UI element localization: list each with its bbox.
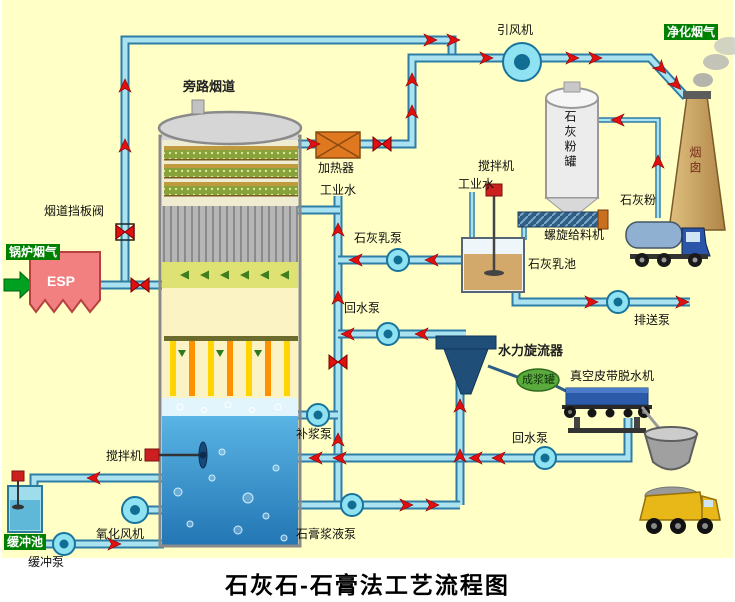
- induced-draft-fan-icon: [502, 42, 542, 82]
- heater-label: 加热器: [318, 161, 355, 175]
- pipe-heater-to-fan: [358, 58, 506, 144]
- boiler-flue-gas-badge: 锅炉烟气: [6, 244, 61, 260]
- gypsum-ladle: [643, 426, 699, 471]
- hydrocyclone-label: 水力旋流器: [498, 343, 564, 358]
- lime-powder-label: 石灰粉: [620, 193, 657, 207]
- induced-draft-fan-label: 引风机: [497, 23, 534, 37]
- return-water-pump-upper-icon: [376, 322, 400, 346]
- lime-milk-pool-label: 石灰乳池: [528, 257, 577, 271]
- buffer-pump-icon: [52, 532, 76, 556]
- return-water-pump-lower-label: 回水泵: [512, 431, 549, 445]
- slurry-pool: [162, 416, 298, 546]
- oxidation-fan-label: 氧化风机: [96, 527, 145, 541]
- lime-powder-silo: [544, 81, 600, 215]
- foam-bubbles: [176, 401, 282, 413]
- vacuum-belt-dewaterer-label: 真空皮带脱水机: [570, 369, 655, 383]
- tank-agitator-motor: [485, 183, 503, 197]
- tray-layers: [164, 146, 298, 197]
- tank-agitator-label: 搅拌机: [478, 159, 515, 173]
- slurry-makeup-pump-icon: [306, 403, 330, 427]
- smoke-puffs: [693, 37, 735, 87]
- slurry-forming-tank: [516, 368, 560, 392]
- lime-tanker-truck: [625, 221, 711, 267]
- diagram-title: 石灰石-石膏法工艺流程图: [225, 572, 510, 598]
- vacuum-belt-dewaterer-unit: [562, 387, 652, 433]
- buffer-agitator-motor: [11, 470, 25, 482]
- absorber-agitator: [144, 441, 208, 469]
- slurry-tank-label: 成浆罐: [522, 374, 555, 386]
- dome-vent: [191, 99, 205, 115]
- spray-header: [164, 336, 298, 341]
- bypass-flue-label: 旁路烟道: [183, 79, 236, 94]
- flue-damper-valve-icon: [115, 223, 135, 241]
- demister-section: [162, 206, 298, 262]
- lime-milk-tank: [461, 183, 525, 293]
- chimney-stack: [668, 37, 735, 231]
- gypsum-dump-truck: [639, 486, 721, 534]
- industrial-water-top-label: 工业水: [320, 183, 357, 197]
- discharge-pump-icon: [606, 290, 630, 314]
- boiler-gas-inlet-arrow-icon: [3, 270, 35, 300]
- industrial-water-tank-label: 工业水: [458, 177, 495, 191]
- lime-milk-pump-label: 石灰乳泵: [354, 231, 403, 245]
- return-water-pump-lower-icon: [533, 446, 557, 470]
- discharge-pump-label: 排送泵: [634, 313, 671, 327]
- flue-damper-valve-label: 烟道挡板阀: [44, 204, 105, 218]
- buffer-tank: [7, 470, 43, 533]
- lime-powder-silo-label: 石灰粉罐: [563, 110, 577, 170]
- pool-bubbles: [173, 448, 288, 542]
- gypsum-slurry-pump-icon: [340, 493, 364, 517]
- screw-feeder: [517, 209, 609, 230]
- gas-heater: [315, 131, 361, 159]
- return-water-pump-upper-label: 回水泵: [344, 301, 381, 315]
- buffer-pool-badge: 缓冲池: [4, 534, 47, 550]
- buffer-pump-label: 缓冲泵: [28, 555, 65, 569]
- hydrocyclone-unit: [435, 335, 497, 395]
- esp-unit: [29, 251, 101, 314]
- slurry-makeup-pump-label: 补浆泵: [296, 427, 333, 441]
- absorber-inlet-valve-icon: [130, 277, 150, 293]
- lime-milk-pump-icon: [386, 248, 410, 272]
- screw-feeder-label: 螺旋给料机: [544, 228, 605, 242]
- absorber-agitator-label: 搅拌机: [106, 449, 143, 463]
- tower-dome: [157, 110, 303, 146]
- spray-streams: [170, 341, 290, 396]
- oxidation-fan-icon: [121, 496, 149, 524]
- gypsum-slurry-pump-label: 石膏浆液泵: [296, 527, 357, 541]
- esp-label: ESP: [47, 273, 76, 289]
- pipe-discharge: [516, 290, 690, 302]
- heater-outlet-valve-icon: [372, 136, 392, 152]
- packing-chevrons: [180, 270, 289, 280]
- clean-flue-gas-badge: 净化烟气: [664, 24, 719, 40]
- chimney-label: 烟囱: [688, 146, 702, 176]
- absorber-tower: [144, 99, 303, 548]
